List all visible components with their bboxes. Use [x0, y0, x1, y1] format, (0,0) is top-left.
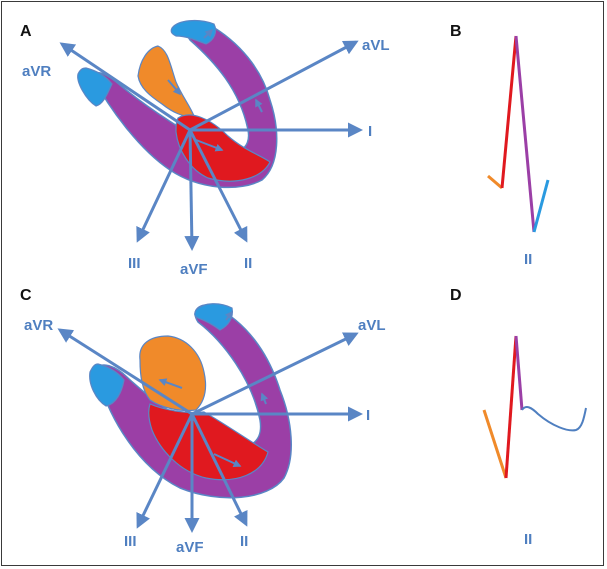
panel-a-axis-avr — [59, 42, 191, 132]
panel-b-wave-q — [487, 174, 503, 190]
panel-c-label-iii: III — [124, 533, 137, 550]
panel-a-activation-arrow-wall — [255, 98, 263, 113]
panel-d-letter: D — [450, 287, 462, 304]
panel-c-activation-arrow-base — [224, 310, 233, 321]
panel-a-activation-arrow-base — [203, 28, 214, 39]
panel-a-activation-arrow-septum — [167, 79, 182, 96]
panel-c-lead-axes — [57, 328, 363, 533]
panel-c-activation-arrow-apex — [213, 453, 242, 467]
panel-c-septum-region — [139, 335, 207, 412]
panel-d-lead-label: II — [524, 531, 532, 548]
panel-d: D II — [450, 287, 587, 548]
panel-d-wave-st-t — [521, 406, 587, 432]
panel-c-activation-arrow-septum — [158, 378, 183, 389]
panel-c-letter: C — [20, 287, 32, 304]
panel-b-lead-label: II — [524, 251, 532, 268]
panel-c-axis-avl — [191, 332, 359, 416]
panel-a-label-iii: III — [128, 255, 141, 272]
panel-b-wave-r-downstroke — [514, 35, 536, 233]
panel-a-lead-axes — [59, 40, 363, 251]
panel-c-left-base-region — [89, 363, 125, 407]
panel-a-label-avf: aVF — [180, 261, 208, 278]
panel-a-activation-arrow-apex — [195, 139, 224, 152]
panel-a-heart — [77, 19, 278, 189]
panel-a-label-ii: II — [244, 255, 252, 272]
panel-a-label-avl: aVL — [362, 37, 390, 54]
panel-d-wave-q — [482, 409, 508, 479]
panel-b-letter: B — [450, 23, 462, 40]
panel-c-axis-ii — [190, 413, 248, 527]
panel-c-heart — [89, 303, 292, 499]
panel-c-right-base-region — [194, 303, 233, 331]
panel-a-axis-iii — [136, 129, 192, 243]
panel-a-label-i: I — [368, 123, 372, 140]
panel-c-label-i: I — [366, 407, 370, 424]
panel-a-label-avr: aVR — [22, 63, 51, 80]
panel-a-axis-ii — [188, 129, 248, 243]
panel-a-letter: A — [20, 23, 32, 40]
panel-a: A aVR aVL I — [20, 19, 390, 278]
panel-b-wave-s — [532, 179, 550, 233]
panel-c-label-ii: II — [240, 533, 248, 550]
panel-d-wave-r-downstroke — [514, 335, 524, 411]
panel-c-label-avl: aVL — [358, 317, 386, 334]
panel-b: B II — [450, 23, 550, 268]
panel-a-axis-avf — [184, 129, 200, 251]
panel-a-axis-avl — [189, 40, 359, 132]
panel-b-wave-r-upstroke — [500, 35, 518, 189]
panel-c-axis-avr — [57, 328, 193, 416]
panel-c-label-avf: aVF — [176, 539, 204, 556]
panel-a-left-base-region — [77, 67, 113, 107]
panel-c-activation-arrow-wall — [260, 392, 269, 405]
panel-c-label-avr: aVR — [24, 317, 53, 334]
panel-a-septum-region — [137, 45, 195, 117]
panel-c-axis-iii — [136, 413, 194, 529]
panel-c: C aVR aVL I — [20, 287, 386, 556]
panel-d-wave-r-upstroke — [504, 335, 518, 479]
